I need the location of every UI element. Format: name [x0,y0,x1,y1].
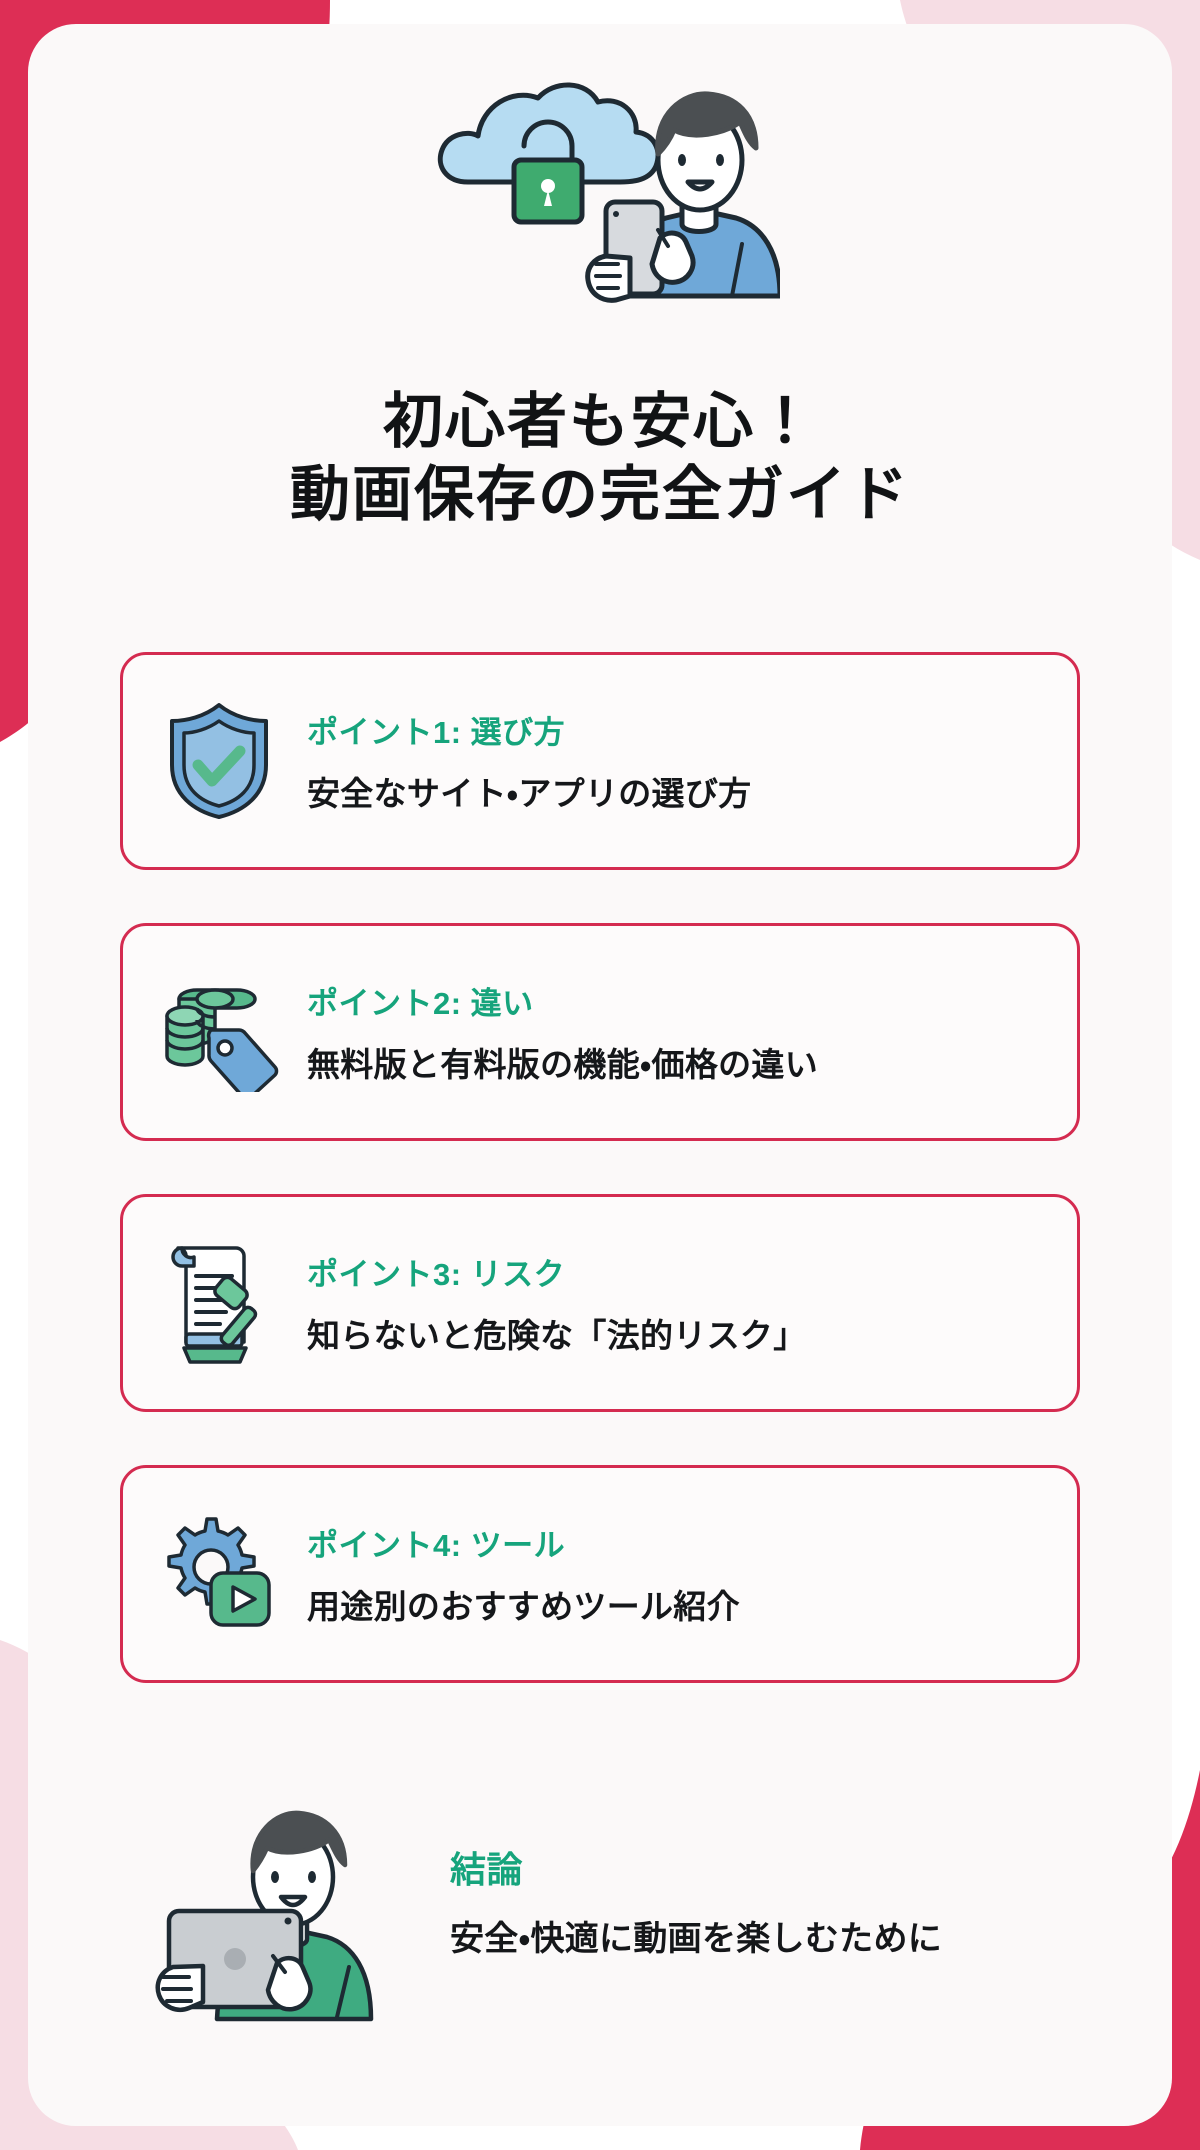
point-card-3-body: ポイント3: リスク 知らないと危険な「法的リスク」 [281,1249,1051,1357]
shield-check-icon [157,699,281,823]
point-card-4-body: ポイント4: ツール 用途別のおすすめツール紹介 [281,1520,1051,1628]
point-card-3-kicker: ポイント3: リスク [307,1257,566,1292]
point-card-4-text: 用途別のおすすめツール紹介 [307,1588,740,1625]
point-card-2[interactable]: ポイント2: 違い 無料版と有料版の機能・価格の違い [120,923,1080,1141]
point-card-1-text: 安全なサイト・アプリの選び方 [307,775,752,812]
point-card-4-kicker: ポイント4: ツール [307,1528,566,1563]
gear-play-icon [157,1512,281,1636]
person-with-tablet-illustration [150,1770,410,2030]
conclusion-section: 結論 安全・快適に動画を楽しむために [150,1760,1080,2040]
point-card-2-text: 無料版と有料版の機能・価格の違い [307,1046,819,1083]
point-card-1[interactable]: ポイント1: 選び方 安全なサイト・アプリの選び方 [120,652,1080,870]
point-card-4[interactable]: ポイント4: ツール 用途別のおすすめツール紹介 [120,1465,1080,1683]
person-with-smartphone-illustration [585,91,780,303]
conclusion-body: 結論 安全・快適に動画を楽しむために [410,1841,1080,1960]
page-title: 初心者も安心！ 動画保存の完全ガイド [0,385,1200,531]
coins-price-tag-icon [157,970,281,1094]
lock-icon [511,119,585,225]
point-card-2-body: ポイント2: 違い 無料版と有料版の機能・価格の違い [281,978,1051,1086]
title-line-1: 初心者も安心！ [383,388,817,455]
point-card-3[interactable]: ポイント3: リスク 知らないと危険な「法的リスク」 [120,1194,1080,1412]
point-card-list: ポイント1: 選び方 安全なサイト・アプリの選び方 [120,652,1080,1736]
conclusion-text: 安全・快適に動画を楽しむために [450,1919,943,1958]
title-line-2: 動画保存の完全ガイド [290,461,910,529]
hero-svg [437,82,780,303]
scroll-gavel-icon [157,1241,281,1365]
point-card-2-kicker: ポイント2: 違い [307,986,534,1021]
hero-illustration [0,50,1200,350]
conclusion-kicker: 結論 [450,1848,524,1890]
point-card-1-body: ポイント1: 選び方 安全なサイト・アプリの選び方 [281,707,1051,815]
point-card-3-text: 知らないと危険な「法的リスク」 [307,1317,807,1354]
point-card-1-kicker: ポイント1: 選び方 [307,715,566,750]
